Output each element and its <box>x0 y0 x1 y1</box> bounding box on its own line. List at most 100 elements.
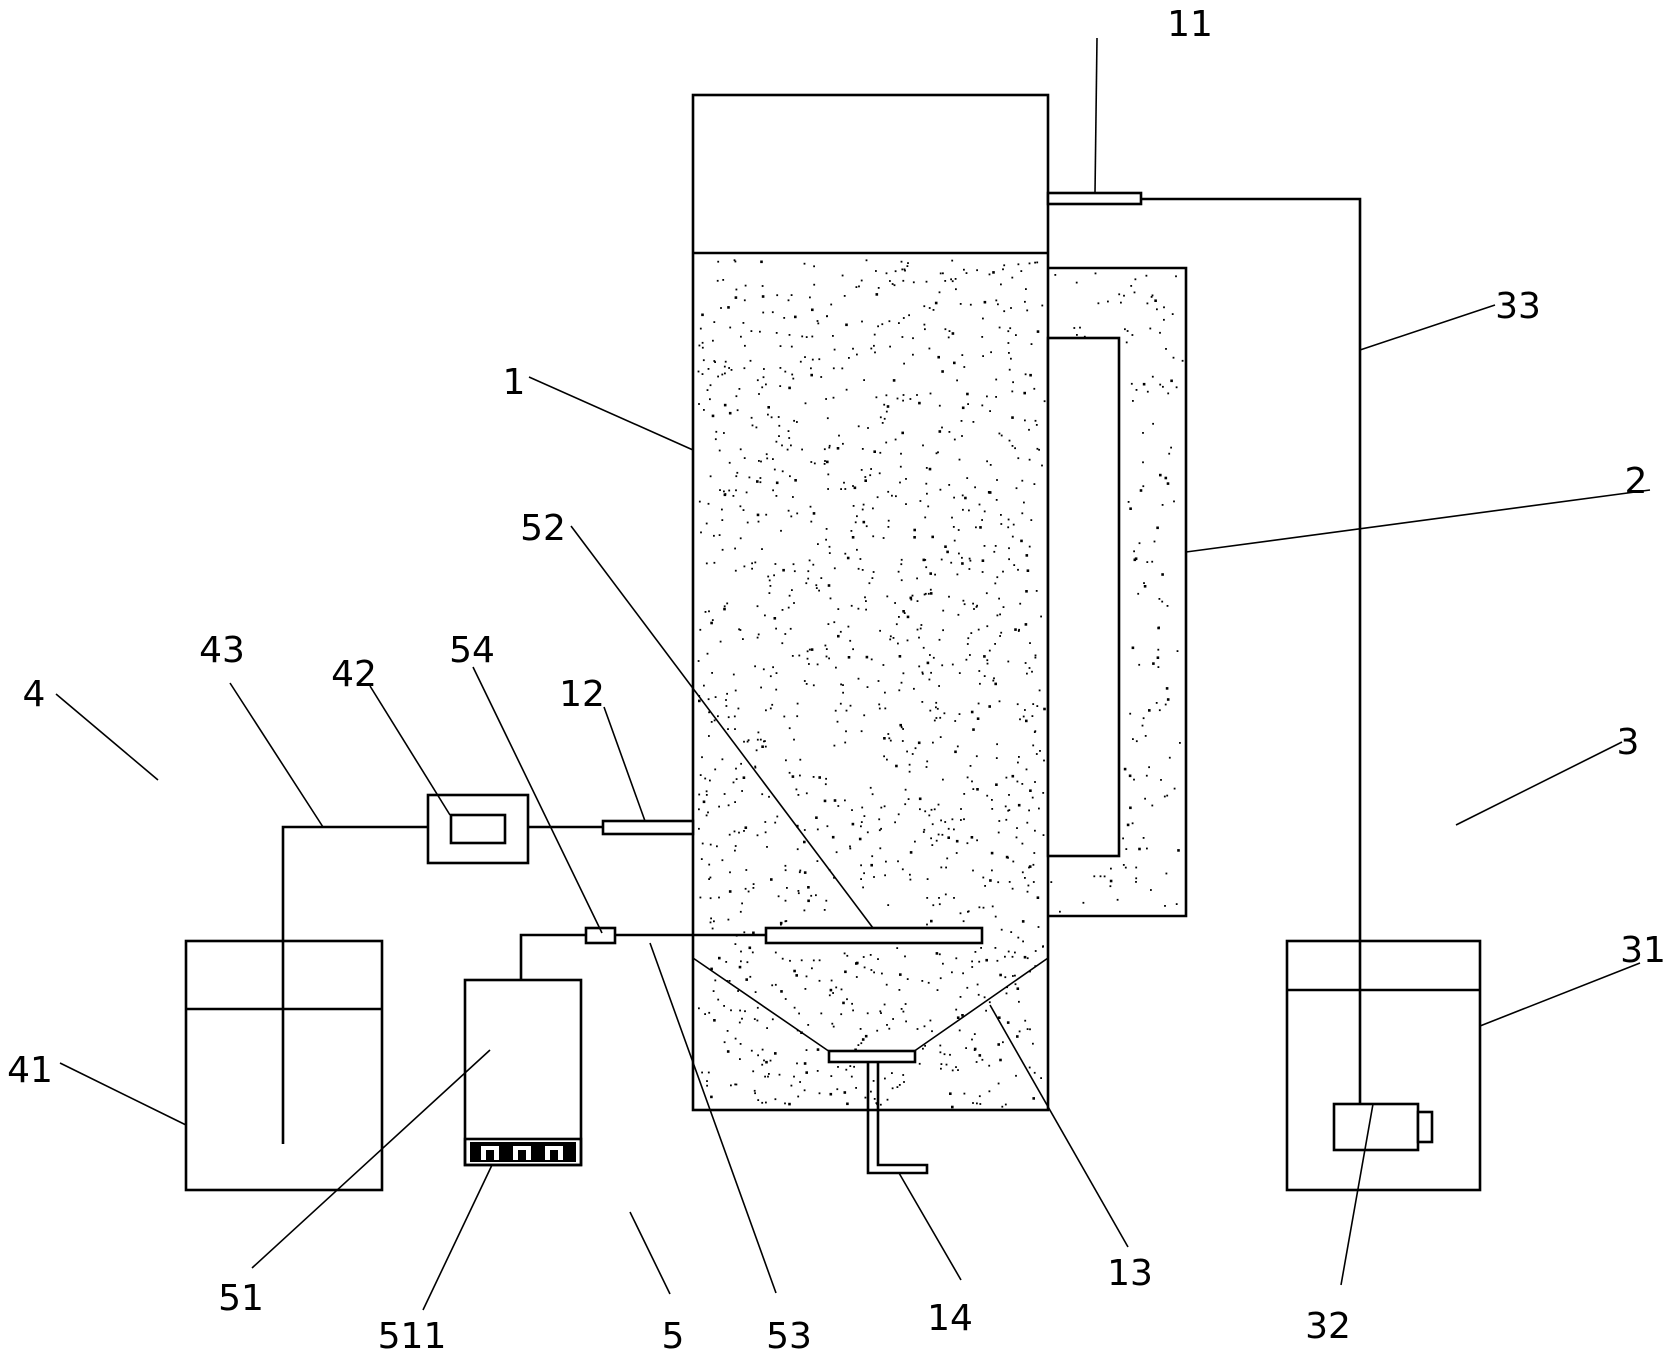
stipple-dot <box>746 961 749 964</box>
stipple-dot <box>1002 570 1004 573</box>
stipple-dot <box>942 272 944 275</box>
stipple-dot <box>765 1101 767 1104</box>
stipple-dot <box>891 1087 894 1090</box>
stipple-dot <box>758 393 760 395</box>
stipple-dot <box>757 731 760 734</box>
stipple-dot <box>1146 390 1149 393</box>
stipple-dot <box>1134 557 1138 560</box>
stipple-dot <box>1025 554 1029 557</box>
stipple-dot <box>811 967 813 970</box>
stipple-dot <box>1007 809 1010 812</box>
stipple-dot <box>725 699 727 701</box>
stipple-dot <box>756 480 759 483</box>
stipple-dot <box>784 1102 786 1105</box>
stipple-dot <box>1007 518 1010 521</box>
stipple-dot <box>760 460 762 463</box>
stipple-dot <box>906 750 908 753</box>
stipple-dot <box>779 367 782 369</box>
stipple-dot <box>773 617 777 620</box>
stipple-dot <box>921 701 924 703</box>
stipple-dot <box>811 335 814 338</box>
stipple-dot <box>958 672 961 674</box>
stipple-dot <box>751 951 754 954</box>
stipple-dot <box>908 763 911 766</box>
stipple-dot <box>847 625 850 628</box>
stipple-dot <box>720 307 722 309</box>
stipple-dot <box>847 656 851 659</box>
stipple-dot <box>906 639 909 642</box>
label-53: 53 <box>766 1316 812 1351</box>
stipple-dot <box>843 481 845 484</box>
stipple-dot <box>784 633 787 635</box>
stipple-dot <box>817 543 819 545</box>
stipple-dot <box>714 438 717 441</box>
stipple-dot <box>754 561 757 564</box>
stipple-dot <box>860 730 863 733</box>
stipple-dot <box>936 989 939 991</box>
stipple-dot <box>845 709 848 712</box>
stipple-dot <box>1010 357 1012 360</box>
stipple-dot <box>1038 448 1040 451</box>
stipple-dot <box>1131 822 1134 825</box>
stipple-dot <box>816 1048 820 1051</box>
stipple-dot <box>721 373 724 376</box>
stipple-dot <box>921 671 924 674</box>
stipple-dot <box>711 672 713 674</box>
stipple-dot <box>1137 592 1140 595</box>
stipple-dot <box>1073 327 1076 329</box>
stipple-dot <box>1010 307 1012 309</box>
stipple-dot <box>810 894 813 897</box>
stipple-dot <box>843 1091 847 1094</box>
stipple-dot <box>887 733 890 735</box>
stipple-dot <box>892 1018 894 1020</box>
stipple-dot <box>774 1098 777 1101</box>
stipple-dot <box>918 401 921 405</box>
stipple-dot <box>881 972 883 975</box>
stipple-dot <box>851 822 855 826</box>
stipple-dot <box>875 1102 878 1104</box>
stipple-dot <box>778 1073 781 1076</box>
stipple-dot <box>1151 804 1154 807</box>
stipple-dot <box>971 1038 973 1041</box>
stipple-dot <box>1016 703 1019 706</box>
stipple-dot <box>1012 975 1014 977</box>
stipple-dot <box>857 1044 860 1046</box>
stipple-dot <box>963 818 965 821</box>
stipple-dot <box>973 608 975 610</box>
stipple-dot <box>1146 561 1149 563</box>
stipple-dot <box>861 806 864 809</box>
stipple-dot <box>1162 385 1164 388</box>
stipple-dot <box>918 1062 921 1065</box>
stipple-dot <box>1036 447 1039 450</box>
stipple-dot <box>783 715 786 718</box>
stipple-dot <box>1017 263 1020 266</box>
stipple-dot <box>908 770 911 773</box>
stipple-dot <box>798 1012 800 1015</box>
gas-outlet <box>1046 191 1362 1105</box>
stipple-dot <box>723 403 727 407</box>
stipple-dot <box>717 715 719 718</box>
stipple-dot <box>775 688 778 691</box>
stipple-dot <box>882 537 885 539</box>
stipple-dot <box>760 260 763 264</box>
stipple-dot <box>975 526 977 529</box>
stipple-dot <box>756 379 759 382</box>
stipple-dot <box>825 538 827 541</box>
stipple-dot <box>971 966 974 968</box>
stipple-dot <box>966 643 969 645</box>
stipple-dot <box>900 563 903 566</box>
stipple-dot <box>698 699 701 703</box>
stipple-dot <box>1018 756 1020 758</box>
stipple-dot <box>781 444 783 447</box>
stipple-dot <box>846 954 849 957</box>
stipple-dot <box>972 869 974 872</box>
stipple-dot <box>1122 864 1125 866</box>
stipple-dot <box>844 488 847 490</box>
stipple-dot <box>794 315 797 319</box>
stipple-dot <box>823 909 826 911</box>
stipple-dot <box>1123 767 1127 771</box>
stipple-dot <box>1161 504 1164 506</box>
stipple-dot <box>1034 656 1037 659</box>
stipple-dot <box>1016 1035 1019 1038</box>
stipple-dot <box>761 1101 764 1104</box>
